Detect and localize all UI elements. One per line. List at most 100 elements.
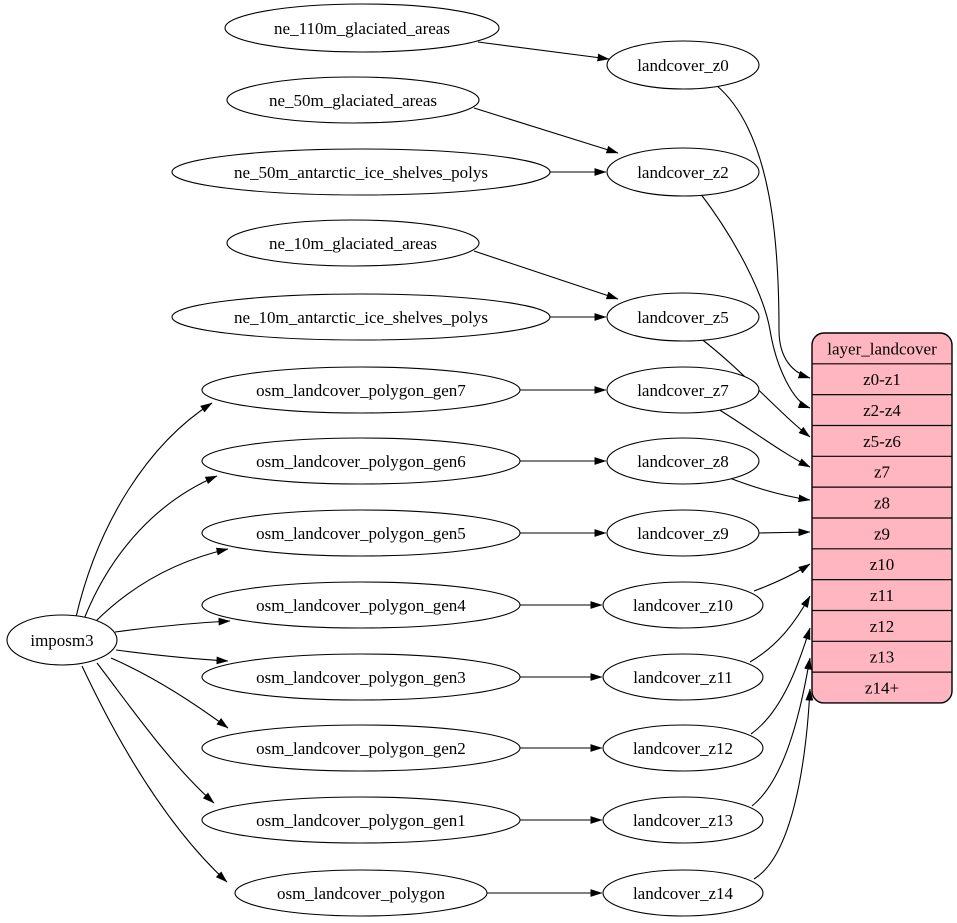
edge-ne_50m_glaciated_areas--to--landcover_z2 bbox=[473, 107, 619, 154]
node-label-osm_landcover_polygon_gen2: osm_landcover_polygon_gen2 bbox=[256, 739, 466, 758]
node-landcover_z5: landcover_z5 bbox=[606, 292, 760, 342]
node-osm_landcover_polygon_gen3: osm_landcover_polygon_gen3 bbox=[201, 653, 521, 701]
edge-imposm3--to--osm_landcover_polygon_gen4 bbox=[114, 617, 231, 633]
edge-imposm3--to--osm_landcover_polygon_gen1 bbox=[96, 662, 215, 804]
record-row-z13: z13 bbox=[870, 648, 895, 667]
node-ellipse-landcover_z8 bbox=[606, 437, 760, 485]
record-row-z2-z4: z2-z4 bbox=[863, 401, 901, 420]
node-landcover_z9: landcover_z9 bbox=[606, 509, 760, 557]
node-landcover_z10: landcover_z10 bbox=[602, 581, 764, 629]
node-ne_50m_antarctic_ice_shelves_polys: ne_50m_antarctic_ice_shelves_polys bbox=[171, 148, 551, 196]
record-row-z8: z8 bbox=[874, 494, 890, 513]
node-ellipse-osm_landcover_polygon_gen2 bbox=[201, 724, 521, 772]
node-label-osm_landcover_polygon_gen5: osm_landcover_polygon_gen5 bbox=[256, 524, 466, 543]
node-ellipse-landcover_z7 bbox=[606, 366, 760, 414]
node-osm_landcover_polygon_gen5: osm_landcover_polygon_gen5 bbox=[201, 509, 521, 557]
edge-landcover_z11--to--layer_landcover:z11 bbox=[749, 595, 811, 663]
record-row-z9: z9 bbox=[874, 524, 890, 543]
node-ellipse-ne_50m_glaciated_areas bbox=[226, 76, 480, 124]
record-layer: layer_landcover z0-z1 z2-z4 z5-z6 z7 z8 z9 z10 z… bbox=[811, 332, 953, 704]
node-landcover_z13: landcover_z13 bbox=[602, 796, 764, 844]
nodes-layer: imposm3 ne_110m_glaciated_areas ne_50m_gla… bbox=[6, 3, 764, 917]
node-ne_110m_glaciated_areas: ne_110m_glaciated_areas bbox=[224, 3, 500, 53]
node-ellipse-ne_10m_glaciated_areas bbox=[226, 219, 480, 267]
record-row-z14+: z14+ bbox=[865, 679, 899, 698]
node-ellipse-landcover_z2 bbox=[606, 147, 760, 197]
record-row-z0-z1: z0-z1 bbox=[863, 370, 901, 389]
node-label-ne_10m_antarctic_ice_shelves_polys: ne_10m_antarctic_ice_shelves_polys bbox=[234, 308, 488, 327]
node-label-landcover_z12: landcover_z12 bbox=[633, 739, 733, 758]
node-label-landcover_z9: landcover_z9 bbox=[637, 524, 729, 543]
edge-ne_110m_glaciated_areas--to--landcover_z0 bbox=[477, 41, 610, 62]
node-landcover_z12: landcover_z12 bbox=[602, 724, 764, 772]
node-label-ne_50m_glaciated_areas: ne_50m_glaciated_areas bbox=[269, 91, 437, 110]
node-imposm3: imposm3 bbox=[6, 614, 118, 666]
node-ellipse-landcover_z9 bbox=[606, 509, 760, 557]
node-label-landcover_z8: landcover_z8 bbox=[637, 452, 729, 471]
node-label-imposm3: imposm3 bbox=[30, 631, 93, 650]
node-label-landcover_z14: landcover_z14 bbox=[633, 884, 734, 903]
edges-layer bbox=[75, 41, 814, 897]
edge-landcover_z14--to--layer_landcover:z14+ bbox=[753, 688, 814, 880]
edge-landcover_z7--to--layer_landcover:z7 bbox=[717, 408, 811, 468]
edge-landcover_z8--to--layer_landcover:z8 bbox=[726, 476, 811, 503]
edge-landcover_z9--to--layer_landcover:z9 bbox=[758, 528, 811, 537]
node-label-osm_landcover_polygon_gen7: osm_landcover_polygon_gen7 bbox=[256, 381, 466, 400]
record-row-z5-z6: z5-z6 bbox=[863, 432, 901, 451]
node-ellipse-ne_110m_glaciated_areas bbox=[224, 3, 500, 53]
node-label-osm_landcover_polygon_gen3: osm_landcover_polygon_gen3 bbox=[256, 668, 466, 687]
node-label-ne_10m_glaciated_areas: ne_10m_glaciated_areas bbox=[269, 234, 437, 253]
node-label-landcover_z5: landcover_z5 bbox=[637, 308, 729, 327]
node-ellipse-landcover_z11 bbox=[602, 653, 764, 701]
edge-imposm3--to--osm_landcover_polygon bbox=[81, 665, 228, 883]
record-row-z7: z7 bbox=[874, 463, 891, 482]
node-ne_10m_antarctic_ice_shelves_polys: ne_10m_antarctic_ice_shelves_polys bbox=[171, 293, 551, 341]
record-row-z10: z10 bbox=[870, 555, 895, 574]
edge-imposm3--to--osm_landcover_polygon_gen6 bbox=[83, 475, 218, 620]
node-ellipse-landcover_z0 bbox=[606, 40, 760, 90]
node-landcover_z14: landcover_z14 bbox=[602, 869, 764, 917]
node-ellipse-landcover_z10 bbox=[602, 581, 764, 629]
node-landcover_z7: landcover_z7 bbox=[606, 366, 760, 414]
node-ne_10m_glaciated_areas: ne_10m_glaciated_areas bbox=[226, 219, 480, 267]
record-title: layer_landcover bbox=[827, 339, 937, 358]
node-label-landcover_z0: landcover_z0 bbox=[637, 56, 729, 75]
node-label-ne_50m_antarctic_ice_shelves_polys: ne_50m_antarctic_ice_shelves_polys bbox=[234, 163, 488, 182]
node-label-osm_landcover_polygon: osm_landcover_polygon bbox=[277, 884, 446, 903]
edge-landcover_z2--to--layer_landcover:z2-z4 bbox=[699, 192, 811, 409]
node-label-landcover_z11: landcover_z11 bbox=[633, 668, 732, 687]
node-landcover_z0: landcover_z0 bbox=[606, 40, 760, 90]
node-label-osm_landcover_polygon_gen6: osm_landcover_polygon_gen6 bbox=[256, 452, 466, 471]
node-ne_50m_glaciated_areas: ne_50m_glaciated_areas bbox=[226, 76, 480, 124]
node-landcover_z8: landcover_z8 bbox=[606, 437, 760, 485]
node-ellipse-osm_landcover_polygon_gen4 bbox=[201, 581, 521, 629]
node-ellipse-landcover_z13 bbox=[602, 796, 764, 844]
node-label-ne_110m_glaciated_areas: ne_110m_glaciated_areas bbox=[274, 19, 450, 38]
node-ellipse-landcover_z14 bbox=[602, 869, 764, 917]
edge-landcover_z12--to--layer_landcover:z12 bbox=[750, 627, 811, 735]
node-osm_landcover_polygon_gen1: osm_landcover_polygon_gen1 bbox=[201, 796, 521, 844]
edge-imposm3--to--osm_landcover_polygon_gen5 bbox=[94, 547, 229, 623]
edge-imposm3--to--osm_landcover_polygon_gen3 bbox=[115, 649, 229, 665]
node-label-osm_landcover_polygon_gen1: osm_landcover_polygon_gen1 bbox=[256, 811, 466, 830]
edge-imposm3--to--osm_landcover_polygon_gen7 bbox=[75, 402, 213, 618]
node-ellipse-osm_landcover_polygon_gen5 bbox=[201, 509, 521, 557]
node-label-landcover_z7: landcover_z7 bbox=[637, 381, 729, 400]
edge-ne_10m_glaciated_areas--to--landcover_z5 bbox=[473, 250, 619, 300]
node-osm_landcover_polygon_gen2: osm_landcover_polygon_gen2 bbox=[201, 724, 521, 772]
node-label-landcover_z13: landcover_z13 bbox=[633, 811, 733, 830]
node-label-landcover_z10: landcover_z10 bbox=[633, 596, 733, 615]
node-ellipse-ne_10m_antarctic_ice_shelves_polys bbox=[171, 293, 551, 341]
node-landcover_z2: landcover_z2 bbox=[606, 147, 760, 197]
edge-landcover_z0--to--layer_landcover:z0-z1 bbox=[715, 84, 811, 379]
node-ellipse-ne_50m_antarctic_ice_shelves_polys bbox=[171, 148, 551, 196]
node-osm_landcover_polygon_gen7: osm_landcover_polygon_gen7 bbox=[201, 366, 521, 414]
node-ellipse-landcover_z5 bbox=[606, 292, 760, 342]
edge-landcover_z13--to--layer_landcover:z13 bbox=[751, 657, 812, 807]
node-ellipse-osm_landcover_polygon_gen1 bbox=[201, 796, 521, 844]
node-osm_landcover_polygon: osm_landcover_polygon bbox=[234, 869, 488, 917]
node-osm_landcover_polygon_gen4: osm_landcover_polygon_gen4 bbox=[201, 581, 521, 629]
node-ellipse-osm_landcover_polygon_gen7 bbox=[201, 366, 521, 414]
